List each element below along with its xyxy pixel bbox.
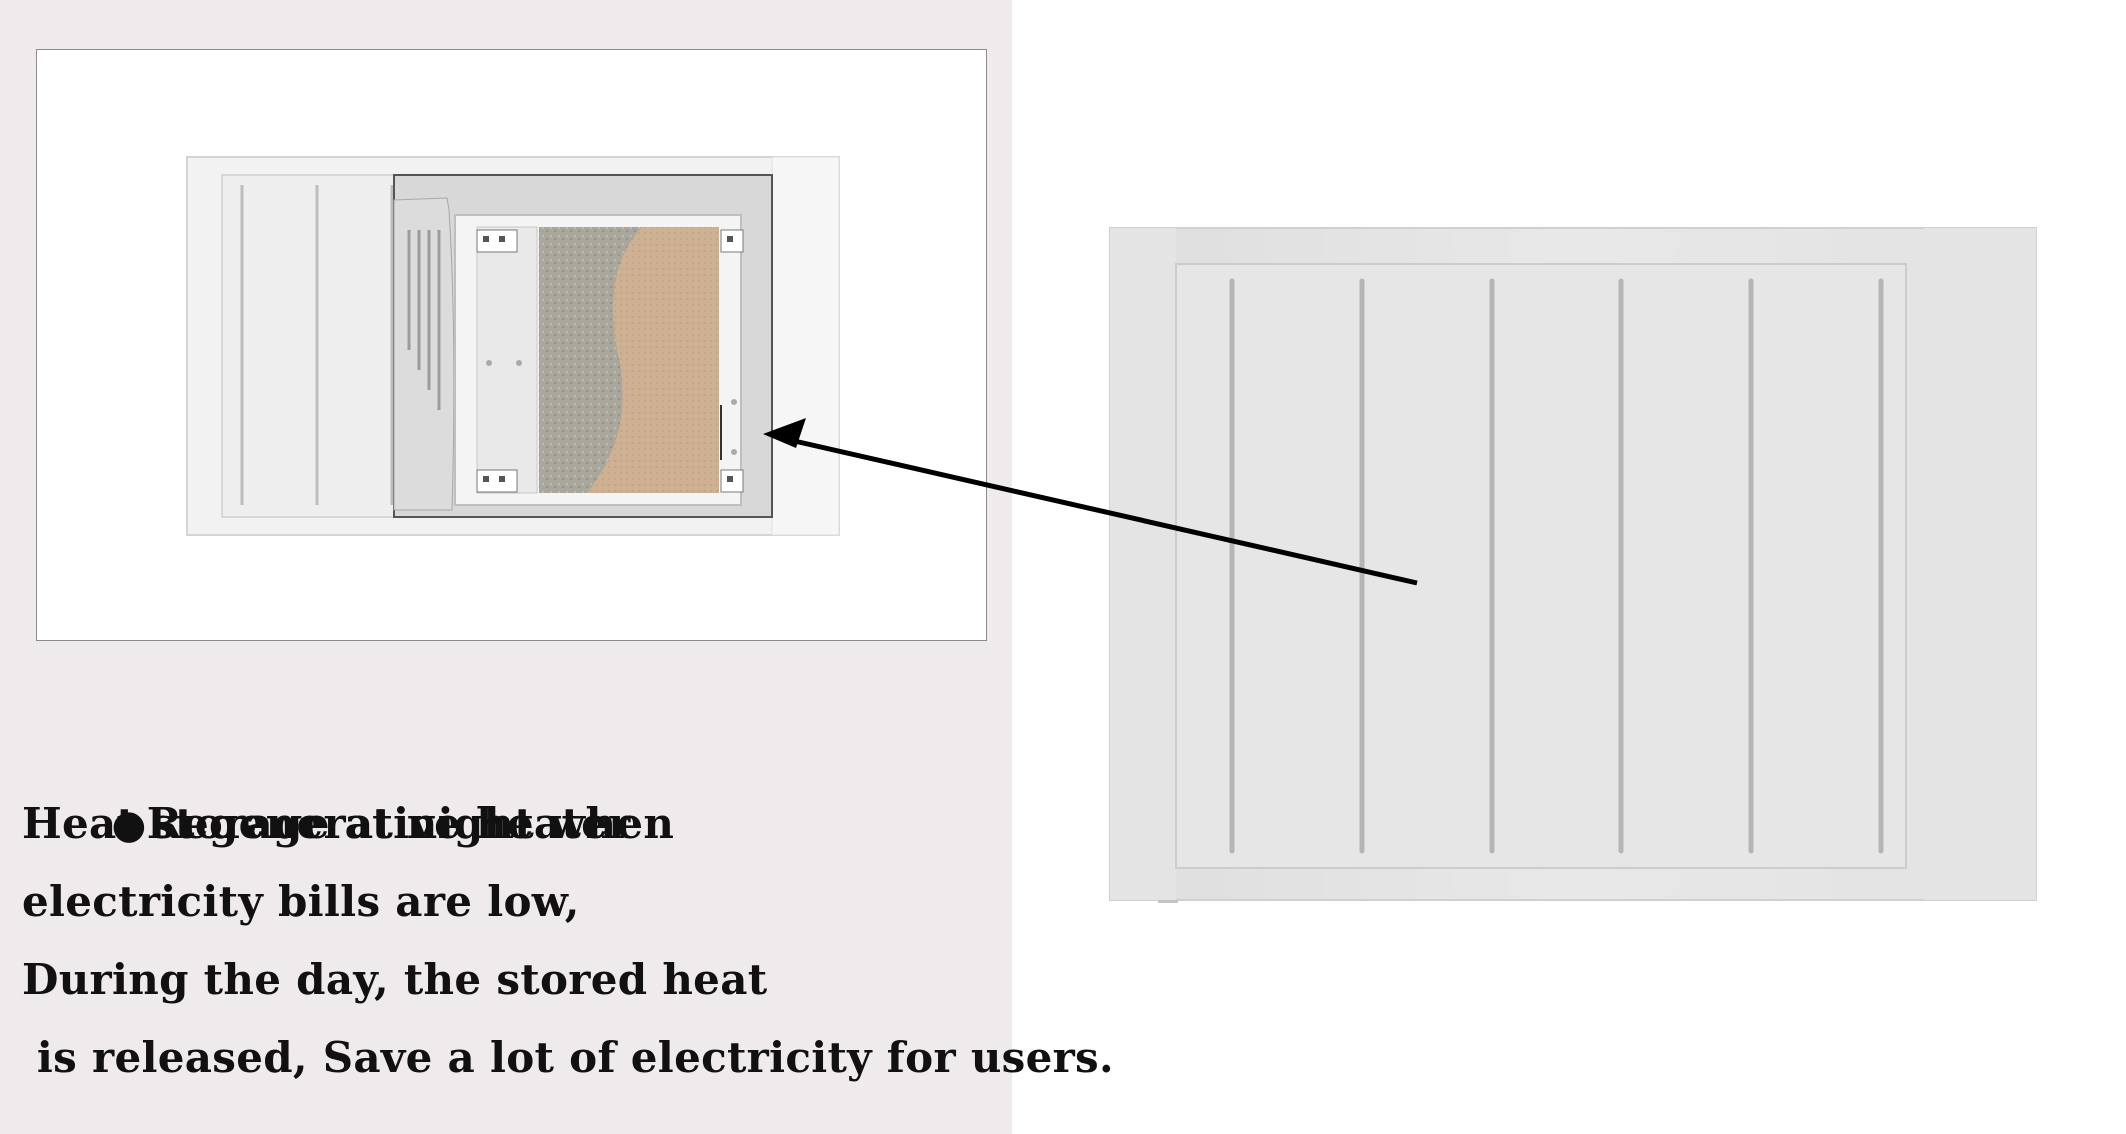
heater-front-panel	[1175, 263, 1907, 869]
caption-line: is released, Save a lot of electricity f…	[22, 1033, 1114, 1082]
heater-front-view	[1109, 227, 2037, 903]
caption-line: During the day, the stored heat	[22, 955, 768, 1004]
caption-line: Heat storage at night when	[22, 799, 675, 848]
heating-element-fins	[393, 197, 455, 511]
left-panel: ●Regenerative heater Heat storage at nig…	[0, 0, 1114, 1134]
heat-storage-brick	[587, 227, 719, 493]
heater-right-side	[771, 156, 840, 536]
filled-circle-bullet-icon: ●	[111, 802, 147, 848]
heater-cutaway-illustration	[186, 156, 840, 536]
panel-grooves	[1229, 278, 1884, 854]
caption-text: ●Regenerative heater Heat storage at nig…	[22, 707, 1114, 1097]
caption-line: electricity bills are low,	[22, 877, 580, 926]
caption-title-line: ●Regenerative heater	[22, 707, 1012, 848]
heater-left-side	[1110, 228, 1176, 900]
heater-right-side	[1924, 228, 2036, 900]
caption-title: Regenerative heater	[146, 799, 631, 848]
cutaway-inset-frame	[36, 49, 987, 641]
